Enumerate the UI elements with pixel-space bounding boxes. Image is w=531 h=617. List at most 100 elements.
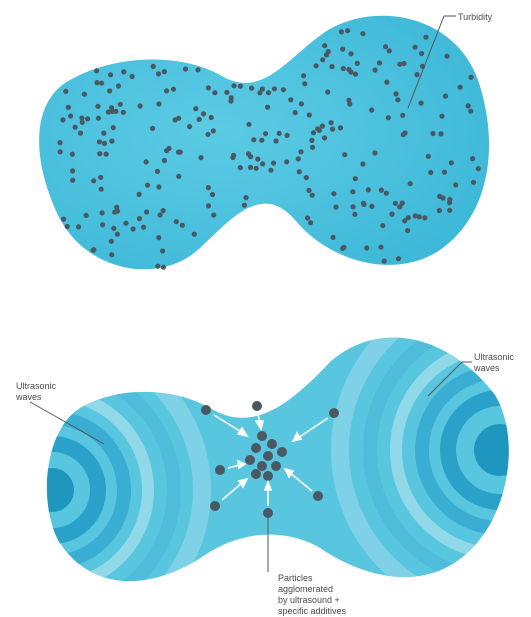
turbidity-particle — [187, 124, 192, 129]
turbidity-particle — [57, 140, 62, 145]
turbidity-particle — [285, 133, 290, 138]
turbidity-particle — [151, 64, 156, 69]
turbidity-particle — [206, 203, 211, 208]
turbidity-particle — [155, 264, 160, 269]
turbidity-particle — [114, 205, 119, 210]
turbidity-particle — [266, 90, 271, 95]
turbidity-particle — [329, 64, 334, 69]
turbidity-particle — [401, 132, 406, 137]
turbidity-particle — [76, 224, 81, 229]
turbidity-particle — [417, 214, 422, 219]
turbidity-particle — [437, 194, 442, 199]
turbidity-particle — [372, 150, 377, 155]
turbidity-particle — [437, 208, 442, 213]
turbidity-particle — [174, 219, 179, 224]
turbidity-particle — [340, 47, 345, 52]
turbidity-particle — [380, 223, 385, 228]
turbidity-particle — [430, 131, 435, 136]
turbidity-particle — [350, 189, 355, 194]
turbidity-particle — [405, 228, 410, 233]
turbidity-particle — [281, 87, 286, 92]
turbidity-particle — [331, 235, 336, 240]
turbidity-particle — [315, 126, 320, 131]
turbidity-particle — [476, 166, 481, 171]
turbidity-particle — [438, 131, 443, 136]
turbidity-particle — [255, 157, 260, 162]
turbidity-particle — [331, 191, 336, 196]
turbidity-particle — [100, 222, 105, 227]
turbidity-label: Turbidity — [458, 12, 492, 23]
turbidity-particle — [84, 213, 89, 218]
turbidity-particle — [162, 158, 167, 163]
turbidity-particle — [369, 204, 374, 209]
turbidity-particle — [305, 215, 310, 220]
turbidity-particle — [304, 175, 309, 180]
turbidity-particle — [339, 29, 344, 34]
turbidity-particle — [66, 105, 71, 110]
turbidity-particle — [468, 109, 473, 114]
turbidity-particle — [364, 245, 369, 250]
turbidity-particle — [322, 135, 327, 140]
turbidity-particle — [82, 92, 87, 97]
turbidity-particle — [68, 113, 73, 118]
turbidity-particle — [109, 139, 114, 144]
turbidity-particle — [242, 203, 247, 208]
turbidity-particle — [338, 125, 343, 130]
turbidity-particle — [150, 126, 155, 131]
turbidity-particle — [192, 232, 197, 237]
turbidity-particle — [115, 232, 120, 237]
turbidity-particle — [382, 259, 387, 264]
turbidity-particle — [422, 215, 427, 220]
turbidity-particle — [94, 68, 99, 73]
turbidity-particle — [352, 212, 357, 217]
turbidity-particle — [329, 120, 334, 125]
turbidity-particle — [468, 75, 473, 80]
turbidity-particle — [320, 124, 325, 129]
turbidity-particle — [302, 81, 307, 86]
turbidity-particle — [273, 138, 278, 143]
turbidity-particle — [325, 89, 330, 94]
turbidity-particle — [70, 178, 75, 183]
turbidity-particle — [297, 169, 302, 174]
turbidity-particle — [155, 169, 160, 174]
turbidity-particle — [206, 85, 211, 90]
ultrasonic-waves-right-label: Ultrasonic waves — [474, 352, 514, 374]
turbidity-particle — [248, 165, 253, 170]
turbidity-particle — [123, 221, 128, 226]
turbidity-particle — [121, 69, 126, 74]
turbidity-particle — [211, 128, 216, 133]
turbidity-particle — [130, 74, 135, 79]
turbidity-particle — [395, 97, 400, 102]
turbidity-particle — [238, 84, 243, 89]
turbidity-particle — [138, 103, 143, 108]
turbidity-particle — [195, 67, 200, 72]
turbidity-particle — [229, 95, 234, 100]
turbidity-particle — [176, 174, 181, 179]
turbidity-particle — [296, 156, 301, 161]
turbidity-particle — [107, 88, 112, 93]
turbidity-particle — [91, 248, 96, 253]
turbidity-particle — [284, 159, 289, 164]
turbidity-particle — [145, 183, 150, 188]
turbidity-particle — [373, 67, 378, 72]
turbidity-particle — [400, 113, 405, 118]
turbidity-particle — [353, 176, 358, 181]
turbidity-particle — [102, 141, 107, 146]
turbidity-particle — [251, 137, 256, 142]
turbidity-particle — [63, 89, 68, 94]
turbidity-particle — [310, 145, 315, 150]
turbidity-particle — [320, 57, 325, 62]
turbidity-particle — [400, 201, 405, 206]
turbidity-particle — [180, 223, 185, 228]
turbidity-particle — [100, 210, 105, 215]
turbidity-particle — [238, 165, 243, 170]
turbidity-particle — [386, 115, 391, 120]
turbidity-particle — [419, 101, 424, 106]
turbidity-particle — [288, 97, 293, 102]
turbidity-particle — [268, 168, 273, 173]
turbidity-particle — [314, 63, 319, 68]
turbidity-particle — [101, 131, 106, 136]
turbidity-particle — [141, 225, 146, 230]
turbidity-particle — [366, 187, 371, 192]
turbidity-particle — [61, 217, 66, 222]
